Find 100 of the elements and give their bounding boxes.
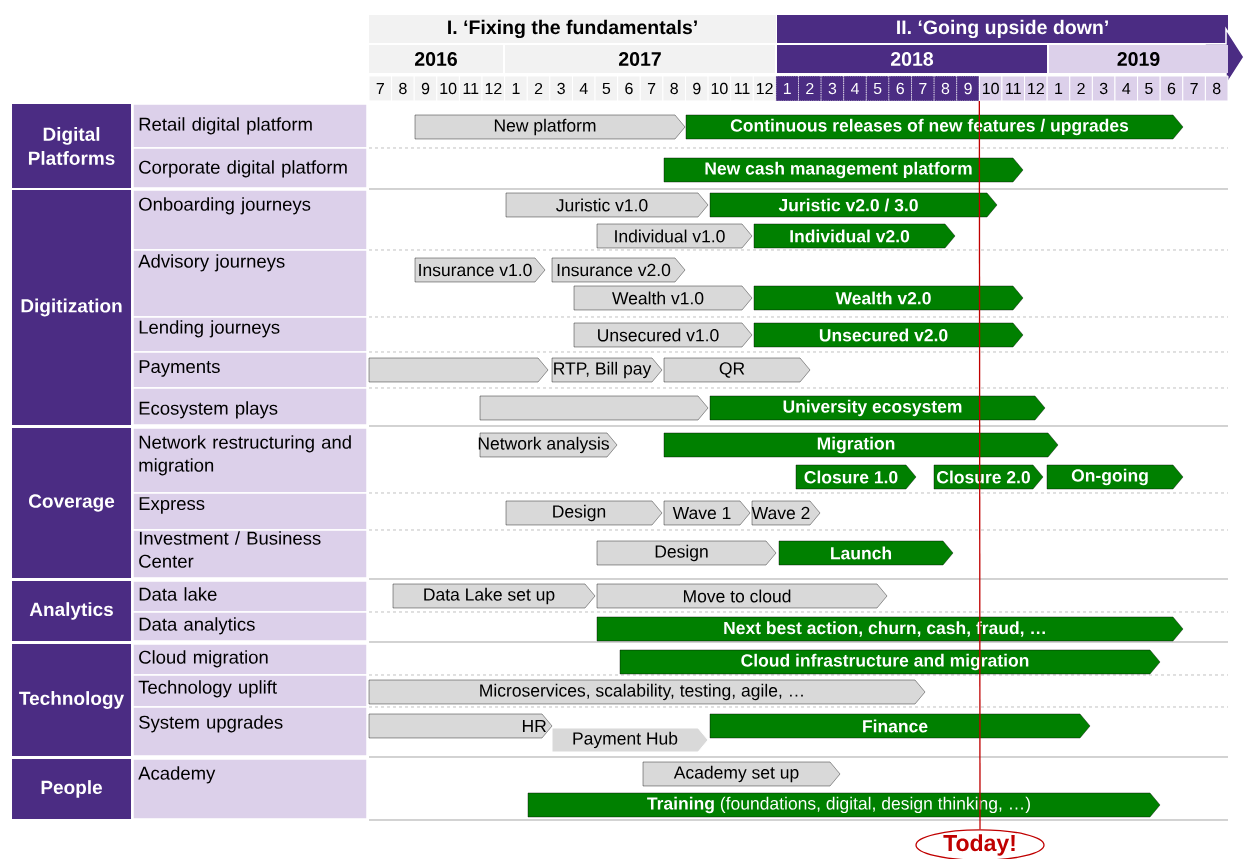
month-cell: 10 <box>978 75 1003 102</box>
chevron-bar: QR <box>663 357 811 383</box>
chevron-bar: Insurance v1.0 <box>414 257 546 283</box>
chevron-bar: Data Lake set up <box>392 583 596 609</box>
chevron-bar: Juristic v2.0 / 3.0 <box>709 192 998 218</box>
node-label: Digital Platforms <box>28 127 115 165</box>
month-cell: 11 <box>458 75 483 102</box>
month-cell: 6 <box>1159 75 1184 102</box>
chevron-bar: University ecosystem <box>709 395 1046 421</box>
month-cell: 9 <box>956 75 980 102</box>
month-cell: 7 <box>1182 75 1206 102</box>
leader-line <box>978 100 981 830</box>
month-cell: 8 <box>391 75 415 102</box>
month-cell: 8 <box>1204 75 1229 102</box>
row-label-cell: Ecosystem plays <box>132 387 368 426</box>
chevron-bar: Training (foundations, digital, design thinking, …) <box>527 792 1161 818</box>
row-label-cell: Technology uplift <box>132 674 368 708</box>
row-label-cell: System upgrades <box>132 706 368 757</box>
chevron-bar: On-going <box>1046 464 1184 490</box>
row-label-cell: Academy <box>132 758 368 820</box>
row-label-cell: Payments <box>132 351 368 389</box>
chevron-bar: Individual v1.0 <box>596 223 753 249</box>
month-cell: 2 <box>1069 75 1093 102</box>
chevron-bar: Payment Hub <box>551 727 709 753</box>
chevron-bar: Wave 2 <box>751 500 821 526</box>
month-cell: 3 <box>820 75 845 102</box>
node-label: I. ‘Fixing the fundamentals’ <box>448 19 697 39</box>
month-cell: 7 <box>911 75 935 102</box>
month-cell: 12 <box>752 75 777 102</box>
month-cell: 4 <box>843 75 867 102</box>
year-cell: 2017 <box>505 45 775 73</box>
chevron-bar: Unsecured v1.0 <box>573 322 753 348</box>
month-cell: 12 <box>1024 75 1048 102</box>
category-box: Digitization <box>12 190 131 425</box>
month-cell: 4 <box>1114 75 1139 102</box>
chevron-bar: Move to cloud <box>596 583 888 609</box>
chevron-bar: Wave 1 <box>663 500 751 526</box>
month-cell: 10 <box>436 75 460 102</box>
row-label-cell: Data lake <box>132 580 368 613</box>
month-cell: 3 <box>549 75 573 102</box>
month-cell: 1 <box>1046 75 1071 102</box>
month-cell: 6 <box>617 75 641 102</box>
phase-banner: I. ‘Fixing the fundamentals’ <box>369 15 776 43</box>
node-label: 2017 <box>618 52 661 66</box>
chevron-bar: Microservices, scalability, testing, agile, … <box>368 679 926 705</box>
row-label-cell: Network restructuring and migration <box>132 427 368 494</box>
chevron-bar: Juristic v1.0 <box>505 192 709 218</box>
chevron-bar: Unsecured v2.0 <box>753 322 1024 348</box>
chevron-bar: Insurance v2.0 <box>551 257 686 283</box>
category-box: Digital Platforms <box>12 104 131 188</box>
chevron-bar: Design <box>505 500 663 526</box>
row-label-cell: Data analytics <box>132 611 368 642</box>
month-cell: 11 <box>1001 75 1026 102</box>
month-cell: 7 <box>368 75 393 102</box>
chevron-bar: Closure 1.0 <box>795 464 917 490</box>
month-cell: 2 <box>526 75 551 102</box>
month-cell: 12 <box>481 75 506 102</box>
month-cell: 1 <box>504 75 528 102</box>
chevron-bar: Academy set up <box>642 761 841 787</box>
month-cell: 4 <box>571 75 596 102</box>
category-box: Analytics <box>12 581 131 641</box>
row-label-cell: Cloud migration <box>132 643 368 676</box>
row-label-cell: Retail digital platform <box>132 103 368 149</box>
month-cell: 2 <box>798 75 822 102</box>
chevron-bar: New platform <box>414 114 686 140</box>
month-cell: 10 <box>707 75 732 102</box>
row-label-cell: Advisory journeys <box>132 249 368 318</box>
node-label: 2016 <box>414 52 457 66</box>
month-cell: 9 <box>685 75 709 102</box>
month-cell: 9 <box>413 75 438 102</box>
month-cell: 5 <box>865 75 890 102</box>
row-label-cell: Investment / Business Center <box>132 529 368 579</box>
row-label-cell: Onboarding journeys <box>132 189 368 251</box>
row-label-cell: Express <box>132 492 368 531</box>
node-label: 2018 <box>890 52 934 66</box>
month-cell: 8 <box>933 75 958 102</box>
node-label: Digitization <box>21 298 122 317</box>
month-cell: 5 <box>1137 75 1161 102</box>
row-label-cell: Lending journeys <box>132 316 368 353</box>
month-cell: 3 <box>1091 75 1116 102</box>
month-cell: 8 <box>662 75 686 102</box>
chevron-bar <box>368 357 549 383</box>
month-cell: 1 <box>775 75 799 102</box>
chevron-bar: Migration <box>663 432 1059 458</box>
today-callout: Today! <box>915 829 1045 859</box>
chevron-bar: RTP, Bill pay <box>551 357 663 383</box>
category-box: Technology <box>12 644 131 756</box>
chevron-bar: Launch <box>778 540 954 566</box>
chevron-bar: Individual v2.0 <box>753 223 956 249</box>
chevron-bar <box>479 395 709 421</box>
chevron-bar: Wealth v1.0 <box>573 285 753 311</box>
year-cell: 2016 <box>369 45 503 73</box>
category-box: People <box>12 759 131 819</box>
chevron-bar: Design <box>596 540 777 566</box>
chevron-bar: Network analysis <box>478 432 618 458</box>
chevron-bar: Finance <box>709 713 1091 739</box>
month-cell: 5 <box>594 75 619 102</box>
chevron-bar: Wealth v2.0 <box>753 285 1024 311</box>
category-box: Coverage <box>12 428 131 578</box>
month-cell: 11 <box>730 75 754 102</box>
